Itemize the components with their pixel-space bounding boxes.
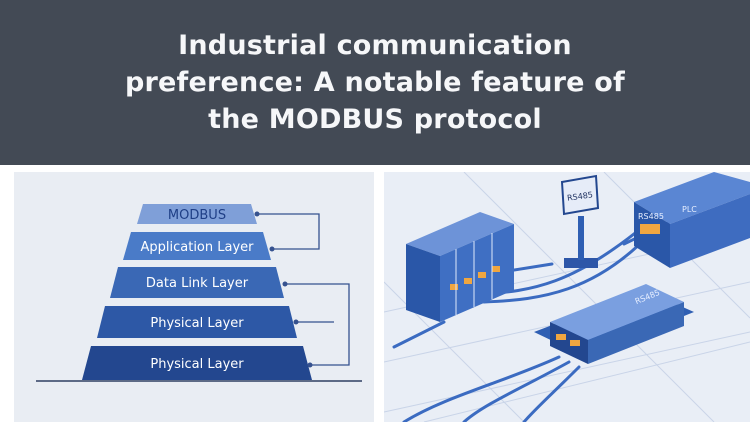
pyramid-layer-shape xyxy=(110,267,284,298)
layer-pyramid-diagram: MODBUS Application Layer Data Link Layer… xyxy=(36,204,362,382)
din-rail-modules xyxy=(406,212,514,322)
pyramid-layer-4: Physical Layer xyxy=(97,306,297,338)
sign-base xyxy=(564,258,598,268)
pyramid-layer-label: MODBUS xyxy=(168,208,226,223)
device-front xyxy=(550,322,588,364)
module-dividers xyxy=(455,233,493,315)
pyramid-layer-label: Application Layer xyxy=(140,240,254,255)
device-illustration-panel: RS485 RS485 PLC xyxy=(384,172,750,422)
connector-nodes xyxy=(254,211,313,368)
pyramid-layer-1: MODBUS xyxy=(137,204,257,224)
rs485-device: RS485 xyxy=(534,284,694,364)
rs485-sign-text: RS485 xyxy=(567,190,594,203)
connector-node xyxy=(269,246,275,252)
pyramid-layer-shape xyxy=(137,204,257,224)
protocol-layer-panel: MODBUS Application Layer Data Link Layer… xyxy=(14,172,374,422)
pyramid-layer-label: Data Link Layer xyxy=(146,276,249,291)
connector-node xyxy=(254,211,260,217)
plc-front xyxy=(634,202,670,268)
modules-side xyxy=(440,224,514,322)
page-title: Industrial communication preference: A n… xyxy=(125,30,625,135)
pyramid-layer-shape xyxy=(123,232,271,260)
connector-line xyxy=(257,213,320,250)
pyramid-layer-label: Physical Layer xyxy=(150,316,244,331)
rs485-sign: RS485 xyxy=(560,174,600,268)
device-side xyxy=(588,302,684,364)
connector-node xyxy=(282,281,288,287)
connector-node xyxy=(293,319,299,325)
device-top xyxy=(550,284,684,340)
pyramid-layer-2: Application Layer xyxy=(123,232,271,260)
plc-port xyxy=(640,224,660,234)
device-ports xyxy=(556,334,580,346)
pyramid-layer-label: Physical Layer xyxy=(150,357,244,372)
connector-line xyxy=(285,283,350,366)
network-cables xyxy=(392,218,676,422)
modules-front xyxy=(406,244,440,322)
sign-face xyxy=(560,174,600,216)
plc-top xyxy=(634,172,750,224)
plc-unit: RS485 PLC xyxy=(634,172,750,268)
module-ports xyxy=(450,266,500,290)
pyramid-layer-shape xyxy=(97,306,297,338)
sign-pole xyxy=(578,216,584,260)
pyramid-layer-5: Physical Layer xyxy=(82,346,312,380)
plc-label: PLC xyxy=(682,205,697,214)
plc-port-label: RS485 xyxy=(638,212,664,221)
rs485-network-illustration: RS485 RS485 PLC xyxy=(384,172,750,422)
plc-side xyxy=(670,194,750,268)
header-banner: Industrial communication preference: A n… xyxy=(0,0,750,165)
connector-node xyxy=(307,362,313,368)
pyramid-layer-3: Data Link Layer xyxy=(110,267,284,298)
layer-connectors xyxy=(257,213,350,366)
modules-top xyxy=(406,212,514,256)
pyramid-layer-shape xyxy=(82,346,312,380)
